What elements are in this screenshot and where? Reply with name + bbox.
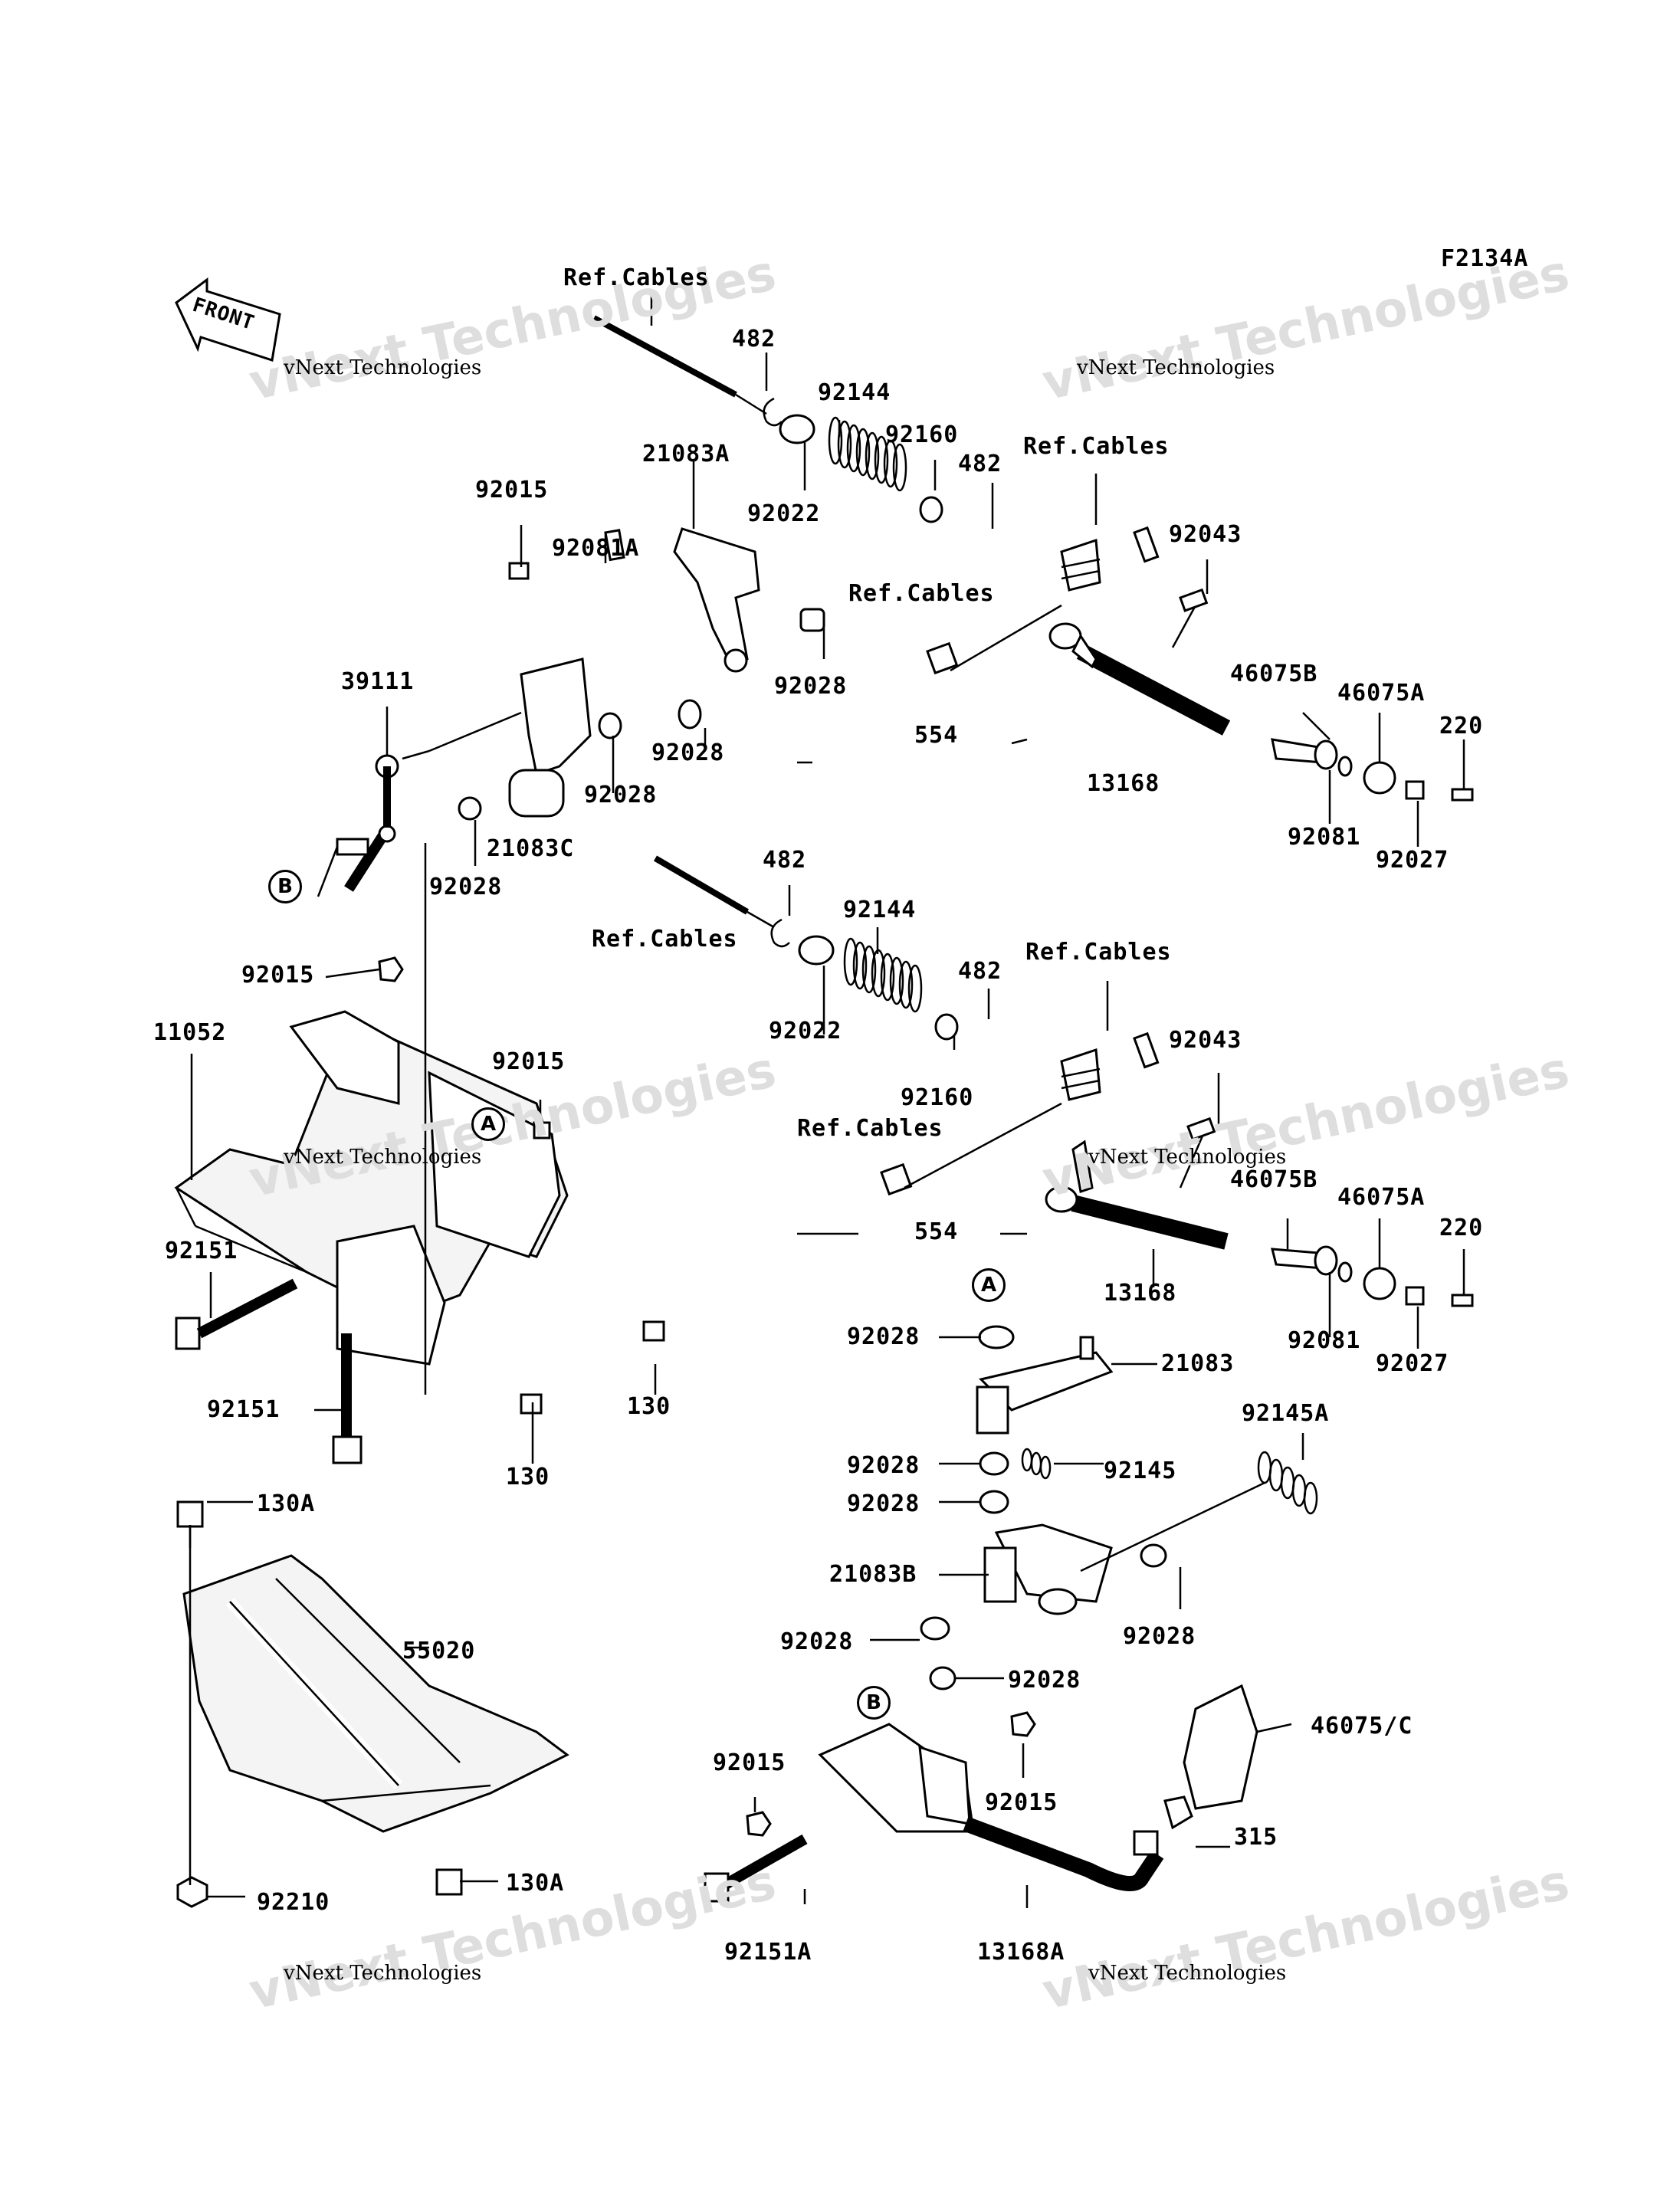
label-13168: 13168 [1104, 1280, 1177, 1307]
brake-rod-39111 [317, 749, 430, 897]
label-92043: 92043 [1169, 521, 1242, 548]
label-92028: 92028 [847, 1323, 920, 1350]
label-92145A: 92145A [1242, 1400, 1330, 1427]
label-92028: 92028 [847, 1490, 920, 1517]
label-92028: 92028 [780, 1628, 854, 1655]
diagram-code: F2134A [1441, 245, 1529, 272]
label-130: 130 [627, 1393, 671, 1420]
watermark-text-top-right: vNext Technologies [1077, 356, 1275, 379]
label-ref-cables: Ref.Cables [797, 1115, 943, 1142]
front-arrow-icon [175, 277, 281, 362]
label-21083B: 21083B [829, 1561, 917, 1588]
skid-plate-55020 [176, 1500, 569, 1908]
label-482: 482 [958, 451, 1002, 477]
watermark-text-bottom-right: vNext Technologies [1088, 1962, 1287, 1985]
label-92028: 92028 [651, 739, 725, 766]
marker-b-lower: B [857, 1686, 891, 1720]
label-55020: 55020 [402, 1638, 476, 1664]
label-220: 220 [1439, 713, 1484, 739]
label-ref-cables: Ref.Cables [848, 580, 995, 607]
watermark-text-bottom-left: vNext Technologies [284, 1962, 482, 1985]
marker-a-lower: A [972, 1268, 1006, 1302]
label-130A: 130A [506, 1870, 565, 1897]
lever-21083A [458, 527, 825, 821]
label-ref-cables: Ref.Cables [1023, 433, 1170, 460]
label-92022: 92022 [769, 1018, 842, 1044]
watermark-text-top-left: vNext Technologies [284, 356, 482, 379]
label-92160: 92160 [901, 1084, 974, 1111]
label-482: 482 [732, 326, 776, 353]
label-92081: 92081 [1288, 824, 1361, 851]
upper-cable [592, 315, 943, 523]
spring-92145A [1257, 1451, 1318, 1515]
label-92027: 92027 [1376, 847, 1449, 874]
marker-a-frame: A [471, 1107, 505, 1141]
label-21083A: 21083A [642, 441, 730, 467]
leader-lines [189, 289, 1465, 1908]
label-46075A: 46075A [1337, 1184, 1426, 1211]
watermark-text-mid-right: vNext Technologies [1088, 1146, 1287, 1169]
label-21083C: 21083C [487, 835, 575, 862]
label-11052: 11052 [153, 1019, 227, 1046]
label-ref-cables: Ref.Cables [563, 264, 710, 291]
bolt-92151-h [175, 1278, 298, 1350]
label-ref-cables: Ref.Cables [1025, 939, 1172, 966]
label-21083: 21083 [1161, 1350, 1235, 1377]
label-554: 554 [914, 722, 959, 749]
label-46075B: 46075B [1230, 661, 1318, 687]
label-130A: 130A [257, 1490, 316, 1517]
label-220: 220 [1439, 1215, 1484, 1241]
label-46075A: 46075A [1337, 680, 1426, 707]
pedal-13168-upper [926, 526, 1474, 802]
label-92028: 92028 [584, 782, 658, 808]
label-554: 554 [914, 1218, 959, 1245]
label-92028: 92028 [847, 1452, 920, 1479]
label-92043: 92043 [1169, 1027, 1242, 1054]
label-92015: 92015 [241, 962, 315, 989]
bolt-92151-v [332, 1333, 363, 1464]
nuts-frame [378, 956, 665, 1415]
frame-11052 [174, 1010, 569, 1366]
pedal-13168-lower [880, 1031, 1474, 1307]
label-92028: 92028 [774, 673, 848, 700]
marker-b-upper: B [268, 870, 302, 903]
label-39111: 39111 [341, 668, 415, 695]
label-92210: 92210 [257, 1889, 330, 1916]
middle-cable [653, 855, 959, 1041]
label-315: 315 [1234, 1824, 1278, 1851]
label-92160: 92160 [885, 421, 959, 448]
label-92028: 92028 [1008, 1667, 1081, 1694]
label-92015: 92015 [713, 1749, 786, 1776]
label-92151: 92151 [207, 1396, 281, 1423]
label-46075-C: 46075/C [1311, 1713, 1413, 1740]
label-482: 482 [763, 847, 807, 874]
label-92144: 92144 [818, 379, 891, 406]
pedal-13168A [704, 1684, 1258, 1903]
label-92027: 92027 [1376, 1350, 1449, 1377]
label-92028: 92028 [429, 874, 503, 900]
label-92081A: 92081A [552, 535, 640, 562]
watermark-text-mid-left: vNext Technologies [284, 1146, 482, 1169]
label-46075B: 46075B [1230, 1166, 1318, 1193]
label-13168: 13168 [1087, 770, 1160, 797]
label-92151A: 92151A [724, 1939, 812, 1966]
lever-bracket [428, 657, 592, 818]
label-92144: 92144 [843, 897, 917, 923]
label-92028: 92028 [1123, 1623, 1196, 1650]
bracket-21083 [976, 1325, 1114, 1514]
label-92015: 92015 [492, 1048, 566, 1075]
label-92022: 92022 [747, 500, 821, 527]
label-92145: 92145 [1104, 1458, 1177, 1484]
label-92151: 92151 [165, 1238, 238, 1264]
label-ref-cables: Ref.Cables [592, 926, 738, 953]
label-13168A: 13168A [977, 1939, 1065, 1966]
label-92015: 92015 [985, 1789, 1058, 1816]
label-92081: 92081 [1288, 1327, 1361, 1354]
bracket-21083B [920, 1481, 1265, 1690]
label-130: 130 [506, 1464, 550, 1490]
label-482: 482 [958, 958, 1002, 985]
label-92015: 92015 [475, 477, 549, 503]
